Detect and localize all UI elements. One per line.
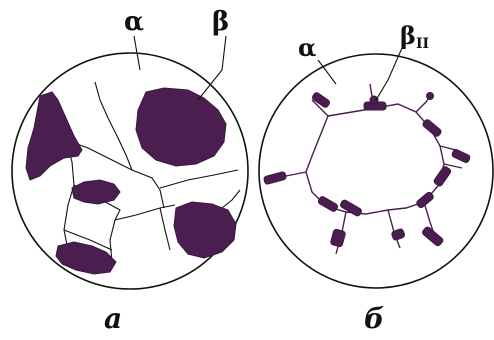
left-grain-boundaries <box>51 81 241 263</box>
precipitate <box>416 191 434 209</box>
left-beta-grains <box>25 87 237 275</box>
left-micrograph: α β а <box>11 7 249 335</box>
right-caption: б <box>364 302 384 335</box>
precipitate <box>451 149 471 163</box>
left-beta-leader <box>197 35 227 101</box>
beta-grain-bottom <box>55 241 117 275</box>
beta-grain-small-mid <box>71 179 121 205</box>
precipitate <box>330 228 346 248</box>
beta-grain-large-center <box>135 87 227 167</box>
precipitate <box>263 171 287 185</box>
right-micrograph: α βII б <box>258 21 494 335</box>
beta-grain-right <box>173 201 237 259</box>
precipitate <box>369 95 379 105</box>
right-alpha-label: α <box>298 33 316 62</box>
precipitate <box>312 92 330 108</box>
left-alpha-leader <box>133 35 141 71</box>
precipitate <box>340 199 362 217</box>
precipitate <box>391 228 406 241</box>
right-beta-label-subscript: II <box>416 36 429 52</box>
right-beta-label: βII <box>400 21 429 52</box>
left-field-circle <box>11 52 249 290</box>
beta-grain-large-left <box>25 91 83 181</box>
right-alpha-leader <box>317 59 337 85</box>
right-beta-precipitates <box>263 92 471 248</box>
left-alpha-label: α <box>124 7 144 37</box>
precipitate <box>422 226 444 247</box>
left-caption: а <box>104 302 122 335</box>
precipitate <box>426 92 434 100</box>
precipitate <box>317 196 339 212</box>
precipitate <box>422 119 442 137</box>
right-field-circle <box>258 53 494 289</box>
precipitate <box>433 166 452 187</box>
right-beta-label-main: β <box>400 21 416 50</box>
left-beta-label: β <box>212 7 229 37</box>
right-beta-leader <box>375 47 403 101</box>
